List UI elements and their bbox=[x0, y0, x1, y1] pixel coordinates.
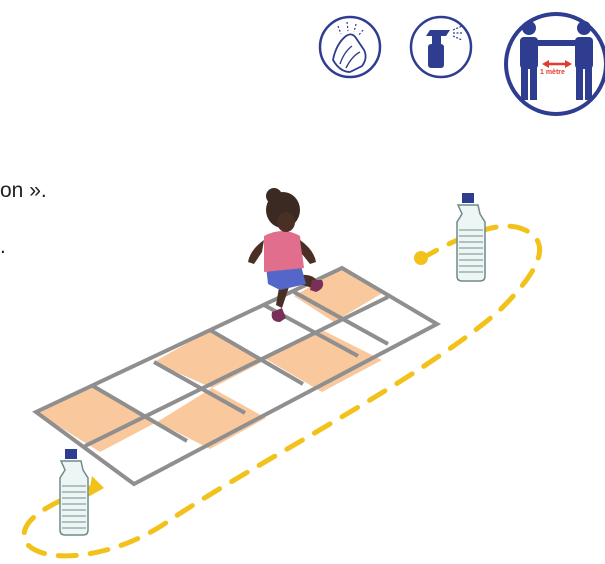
instruction-fragment-2: . bbox=[0, 235, 6, 259]
instruction-fragment-1: on ». bbox=[0, 179, 47, 203]
disinfectant-spray-icon bbox=[411, 17, 471, 77]
hand-washing-icon bbox=[320, 17, 380, 77]
dashed-route bbox=[24, 226, 539, 556]
water-bottle-icon bbox=[457, 193, 485, 281]
hopscotch-grid bbox=[36, 268, 437, 484]
water-bottle-icon bbox=[60, 449, 88, 535]
social-distance-icon bbox=[506, 14, 605, 114]
distance-label: 1 mètre bbox=[540, 69, 565, 76]
child-figure bbox=[248, 188, 323, 322]
